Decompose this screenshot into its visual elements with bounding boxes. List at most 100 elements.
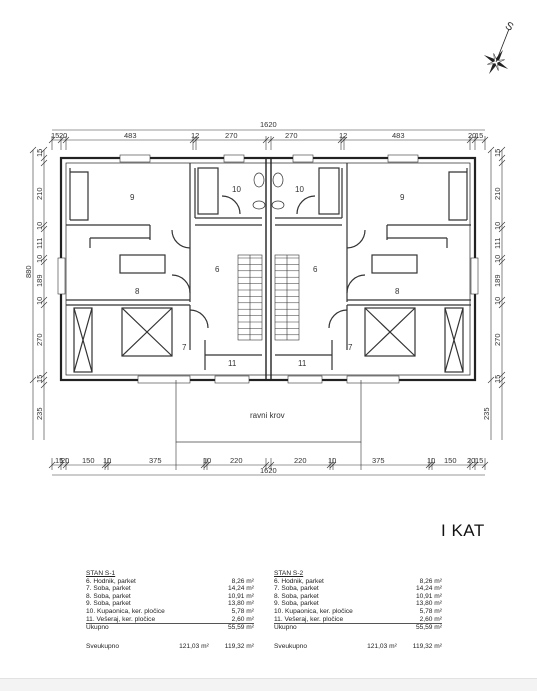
dim-tick	[40, 381, 48, 389]
dim-tick	[487, 376, 495, 384]
dim-side-label: 270	[493, 333, 502, 346]
dim-top-total: 1620	[260, 120, 277, 129]
flat-roof	[175, 380, 362, 443]
dim-bottom-label: 375	[149, 456, 162, 465]
dim-tick	[498, 221, 506, 229]
dim-top-label: 12	[191, 131, 199, 140]
staircase-left	[237, 254, 263, 341]
dim-tick	[40, 225, 48, 233]
room-9-left: 9	[130, 193, 135, 202]
dim-tick	[498, 301, 506, 309]
dim-bottom-label: 10	[427, 456, 435, 465]
dim-top-label: 483	[124, 131, 137, 140]
dim-bottom-label: 220	[230, 456, 243, 465]
dim-tick	[498, 296, 506, 304]
dim-bottom-label: 20	[61, 456, 69, 465]
left-dimension-line	[32, 150, 45, 440]
room-10-right: 10	[295, 185, 304, 194]
dim-tick	[498, 154, 506, 162]
room-7-left: 7	[182, 343, 187, 352]
dim-top-label: 270	[285, 131, 298, 140]
room-11-right: 11	[298, 359, 307, 368]
dim-tick	[29, 146, 37, 154]
dim-top-label: 15	[475, 131, 483, 140]
outer-walls	[59, 156, 477, 382]
dim-side-label: 111	[35, 238, 44, 249]
dim-tick	[40, 371, 48, 379]
room-6-right: 6	[313, 265, 318, 274]
room-9-right: 9	[400, 193, 405, 202]
dim-tick	[498, 146, 506, 154]
dim-bottom-label: 10	[103, 456, 111, 465]
dim-overhang-left: 235	[35, 407, 44, 420]
dim-side-label: 15	[35, 149, 44, 157]
dim-side-label: 15	[493, 149, 502, 157]
dim-tick	[498, 376, 506, 384]
dim-tick	[40, 159, 48, 167]
dim-side-label: 210	[35, 187, 44, 200]
interior-walls-right	[274, 163, 471, 373]
dim-top-label: 12	[339, 131, 347, 140]
dim-tick	[29, 376, 37, 384]
top-dimension-line	[48, 129, 489, 150]
dim-side-label: 189	[35, 274, 44, 287]
dim-tick	[40, 376, 48, 384]
dim-top-label: 270	[225, 131, 238, 140]
table-header: STAN S-2	[274, 570, 304, 577]
dim-side-label: 10	[493, 222, 502, 230]
dim-bottom-label: 15	[55, 456, 63, 465]
dim-top-label: 15	[51, 131, 59, 140]
dim-bottom-label: 20	[467, 456, 475, 465]
dim-tick	[498, 225, 506, 233]
dim-side-label: 270	[35, 333, 44, 346]
dim-tick	[498, 258, 506, 266]
dim-tick	[40, 301, 48, 309]
room-7-right: 7	[348, 343, 353, 352]
dim-bottom-label: 10	[203, 456, 211, 465]
dim-side-label: 111	[493, 238, 502, 249]
room-10-left: 10	[232, 185, 241, 194]
floor-title: I KAT	[441, 521, 485, 540]
dim-side-label: 210	[493, 187, 502, 200]
windows	[57, 154, 479, 384]
dim-side-label: 10	[493, 255, 502, 263]
dim-tick	[498, 159, 506, 167]
compass-label: S	[503, 20, 515, 34]
dim-side-total: 880	[24, 265, 33, 278]
dim-tick	[498, 254, 506, 262]
dim-side-label: 10	[35, 297, 44, 305]
dim-tick	[40, 258, 48, 266]
dim-bottom-label: 150	[82, 456, 95, 465]
dim-tick	[498, 381, 506, 389]
dim-tick	[487, 146, 495, 154]
dim-side-label: 10	[35, 222, 44, 230]
dim-side-label: 189	[493, 274, 502, 287]
dim-overhang-right: 235	[482, 407, 491, 420]
bottom-dimension-line	[48, 442, 489, 476]
dim-tick	[40, 154, 48, 162]
dim-tick	[40, 296, 48, 304]
room-11-left: 11	[228, 359, 237, 368]
dim-bottom-label: 150	[444, 456, 457, 465]
dim-top-label: 20	[59, 131, 67, 140]
dim-top-label: 483	[392, 131, 405, 140]
dim-side-label: 15	[493, 375, 502, 383]
dim-tick	[40, 254, 48, 262]
dim-side-label: 10	[35, 255, 44, 263]
